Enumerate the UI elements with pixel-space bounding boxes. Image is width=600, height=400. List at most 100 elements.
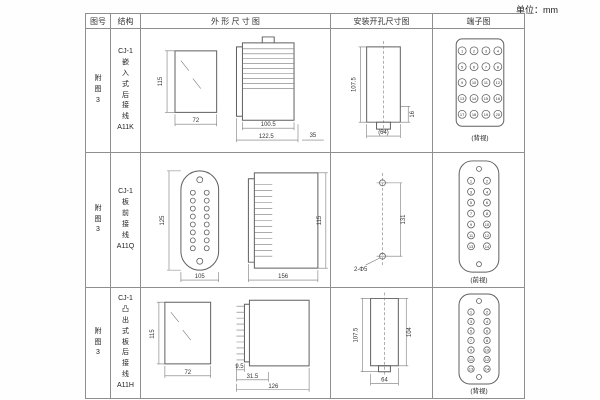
terminal-block-outline — [458, 293, 500, 385]
terminal-number: 1 — [470, 178, 473, 183]
front-view — [174, 50, 218, 113]
dim-lines — [366, 124, 401, 139]
leader-line — [365, 257, 380, 266]
terminal-circle — [457, 94, 467, 103]
terminal-circle — [481, 109, 491, 119]
dim-lines — [317, 172, 328, 269]
header-outline: 外 形 尺 寸 图 — [141, 14, 331, 29]
outline-cell-row2: 125 105 115 156 — [141, 153, 331, 288]
terminal-number: 4 — [497, 48, 500, 53]
terminal-circle — [481, 78, 491, 87]
dim-depth3: 35 — [301, 133, 324, 141]
terminal-circle — [469, 62, 479, 72]
dim-lines — [156, 301, 165, 365]
terminal-circle — [483, 187, 491, 196]
front-view-body — [174, 50, 218, 113]
dim-cutout-height: 107.5 — [352, 46, 367, 123]
dim-text-depth3: 35 — [310, 133, 317, 139]
dim-depth1: 156 — [248, 264, 319, 283]
terminal-pins — [236, 305, 245, 361]
terminal-number: 14 — [485, 367, 490, 372]
dim-width: 105 — [180, 272, 219, 283]
dim-text-cutout-width: 64 — [381, 378, 388, 384]
hatch-marks — [170, 311, 191, 341]
install-drawing-row1: 107.5 16 (64) — [352, 40, 416, 139]
dim-lines — [165, 50, 175, 113]
mount-hole — [476, 298, 482, 304]
fin-lines — [242, 48, 295, 89]
unit-label: 单位：mm — [516, 5, 558, 15]
fig-no-row2: 附 图 3 — [86, 153, 111, 288]
dim-lines — [400, 106, 411, 123]
terminal-circle — [467, 308, 475, 316]
terminal-number: 6 — [486, 329, 489, 334]
terminal-number: 5 — [470, 329, 473, 334]
dim-text-depth2: 31.5 — [247, 374, 259, 380]
dim-text-height: 115 — [158, 76, 164, 86]
header-terminal: 端子图 — [433, 14, 524, 29]
terminal-circle — [493, 94, 503, 103]
terminal-circle — [467, 346, 475, 354]
terminal-circle — [483, 336, 491, 345]
holes-callout: 2-Φ5 — [354, 257, 380, 273]
terminal-circle — [483, 317, 491, 326]
install-cell-row1: 107.5 16 (64) — [331, 29, 433, 153]
terminal-circle — [457, 78, 467, 87]
side-view — [236, 299, 310, 367]
terminal-number: 8 — [486, 211, 489, 216]
terminal-circle — [483, 198, 491, 207]
spec-table: 图号 结构 外 形 尺 寸 图 安装开孔尺寸图 端子图 附 图 3 CJ-1 嵌… — [85, 13, 525, 399]
dim-text-width: 72 — [193, 118, 200, 124]
terminal-number: 20 — [496, 112, 501, 117]
cutout-outline — [366, 46, 401, 123]
terminal-circle — [493, 62, 503, 72]
dim-inner-height: 104 — [398, 298, 413, 367]
dim-text-depth3: 126 — [268, 384, 279, 390]
terminal-circle — [483, 327, 491, 335]
dim-lines — [386, 182, 403, 257]
dim-lines — [398, 298, 409, 367]
dim-text-depth1: 156 — [278, 274, 289, 280]
terminal-circle — [467, 187, 475, 196]
dim-lines — [236, 363, 245, 372]
outline-drawing-row2: 125 105 115 156 — [160, 170, 328, 283]
terminal-number: 6 — [486, 200, 489, 205]
outline-drawing-row1: 115 72 100.5 122.5 — [158, 36, 324, 143]
side-view — [247, 172, 319, 269]
install-cell-row2: 131 2-Φ5 — [331, 153, 433, 288]
terminal-circle — [483, 231, 491, 240]
terminal-number: 9 — [461, 80, 464, 85]
dim-text-notch: 16 — [410, 110, 416, 117]
structure-row1: CJ-1 嵌 入 式 后 接 线 A11K — [111, 29, 141, 153]
dim-text-cutout-height: 107.5 — [352, 76, 358, 92]
terminal-block-outline — [458, 160, 500, 273]
mount-hole — [476, 166, 482, 172]
dim-lines — [360, 298, 379, 373]
terminal-number: 13 — [460, 96, 465, 101]
terminal-number: 5 — [470, 200, 473, 205]
mount-hole — [476, 374, 482, 380]
terminal-number: 11 — [469, 357, 474, 362]
terminal-circle — [467, 198, 475, 207]
terminal-circle — [483, 355, 491, 364]
dim-text-hole-spacing: 131 — [401, 214, 407, 225]
dim-text-height: 125 — [160, 215, 166, 226]
terminal-number: 11 — [484, 80, 488, 85]
terminal-circle — [467, 176, 475, 185]
terminal-circle — [469, 94, 479, 103]
dim-width: 72 — [164, 365, 211, 378]
terminal-stack-lines — [254, 184, 273, 257]
terminal-circle — [493, 46, 503, 56]
terminal-number: 2 — [486, 178, 488, 183]
terminal-circle — [467, 336, 475, 345]
terminal-number: 8 — [497, 64, 500, 69]
terminal-circle — [493, 109, 503, 119]
dim-width: 72 — [174, 114, 217, 127]
dim-text-width: 105 — [195, 274, 206, 280]
terminal-number: 14 — [472, 96, 477, 101]
outline-cell-row1: 115 72 100.5 122.5 — [141, 29, 331, 153]
terminal-number: 11 — [469, 233, 474, 238]
